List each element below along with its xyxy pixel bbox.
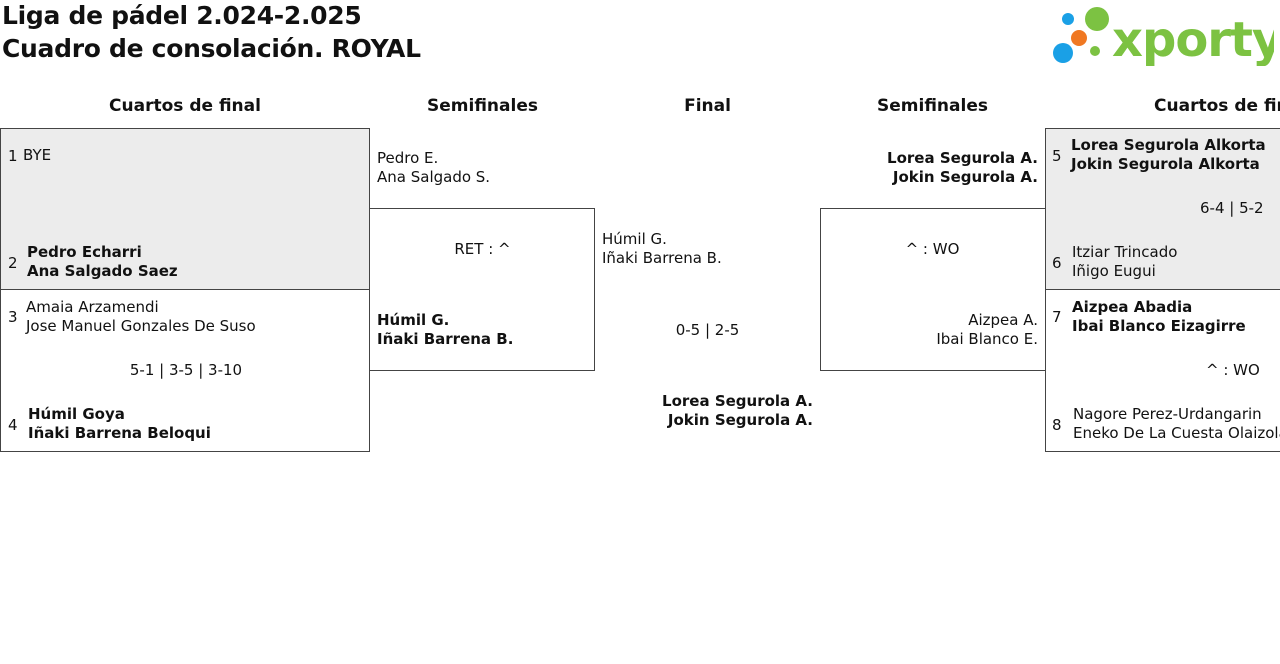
team-player-2: Ibai Blanco E. bbox=[936, 330, 1038, 348]
seed-number: 6 bbox=[1052, 254, 1062, 272]
team-player-1: Aizpea Abadia bbox=[1072, 298, 1193, 316]
seed-number: 7 bbox=[1052, 308, 1062, 326]
team-player-1: Húmil Goya bbox=[28, 405, 125, 423]
seed-number: 1 bbox=[8, 147, 18, 165]
round-header-final: Final bbox=[684, 96, 731, 116]
team-player-1: Amaia Arzamendi bbox=[26, 298, 159, 316]
team-player-1: Lorea Segurola Alkorta bbox=[1071, 136, 1266, 154]
xporty-logo[interactable]: xporty bbox=[1052, 6, 1280, 68]
team-player-2: Ana Salgado S. bbox=[377, 168, 491, 186]
page-subtitle: Cuadro de consolación. ROYAL bbox=[2, 34, 421, 63]
round-header-right-semifinals: Semifinales bbox=[877, 96, 988, 116]
seed-number: 8 bbox=[1052, 416, 1062, 434]
final-score: 0-5 | 2-5 bbox=[675, 321, 740, 339]
xporty-logo-mark: xporty bbox=[1053, 7, 1280, 68]
round-header-left-semifinals: Semifinales bbox=[427, 96, 538, 116]
seed-number: 3 bbox=[8, 308, 18, 326]
final-team-player-2: Iñaki Barrena B. bbox=[602, 249, 722, 267]
seed-number: 4 bbox=[8, 416, 18, 434]
team-player-2: Jose Manuel Gonzales De Suso bbox=[26, 317, 256, 335]
round-header-left-quarterfinals: Cuartos de final bbox=[109, 96, 261, 116]
left-qf-match-1[interactable] bbox=[0, 128, 370, 290]
team-player-1: Lorea Segurola A. bbox=[887, 149, 1038, 167]
team-player-1: Nagore Perez-Urdangarin bbox=[1073, 405, 1262, 423]
seed-number: 5 bbox=[1052, 147, 1062, 165]
seed-number: 2 bbox=[8, 254, 18, 272]
round-header-right-quarterfinals: Cuartos de final bbox=[1154, 96, 1280, 116]
page-title: Liga de pádel 2.024-2.025 bbox=[2, 1, 362, 30]
logo-text: xporty bbox=[1112, 12, 1274, 66]
team-player-1: Húmil G. bbox=[377, 311, 450, 329]
team-player-2: Iñigo Eugui bbox=[1072, 262, 1156, 280]
match-score: ^ : WO bbox=[1206, 361, 1260, 379]
match-score: 6-4 | 5-2 bbox=[1200, 199, 1264, 217]
match-score: ^ : WO bbox=[905, 240, 960, 258]
team-player-2: Iñaki Barrena B. bbox=[377, 330, 514, 348]
champion-player-2: Jokin Segurola A. bbox=[667, 411, 813, 429]
champion-player-1: Lorea Segurola A. bbox=[662, 392, 813, 410]
right-qf-match-2[interactable] bbox=[1045, 289, 1280, 452]
left-sf-match[interactable] bbox=[369, 208, 595, 371]
team-player-2: Jokin Segurola Alkorta bbox=[1071, 155, 1260, 173]
right-qf-match-1[interactable] bbox=[1045, 128, 1280, 290]
team-player-2: Eneko De La Cuesta Olaizola bbox=[1073, 424, 1280, 442]
match-score: 5-1 | 3-5 | 3-10 bbox=[129, 361, 243, 379]
team-player-1: Itziar Trincado bbox=[1072, 243, 1178, 261]
team-player-1: Aizpea A. bbox=[968, 311, 1038, 329]
team-player-2: Iñaki Barrena Beloqui bbox=[28, 424, 211, 442]
team-player-1: Pedro Echarri bbox=[27, 243, 142, 261]
team-name: BYE bbox=[23, 146, 52, 164]
team-player-1: Pedro E. bbox=[377, 149, 439, 167]
final-team-player-1: Húmil G. bbox=[602, 230, 667, 248]
team-player-2: Jokin Segurola A. bbox=[892, 168, 1038, 186]
team-player-2: Ana Salgado Saez bbox=[27, 262, 178, 280]
match-score: RET : ^ bbox=[454, 240, 511, 258]
team-player-2: Ibai Blanco Eizagirre bbox=[1072, 317, 1246, 335]
